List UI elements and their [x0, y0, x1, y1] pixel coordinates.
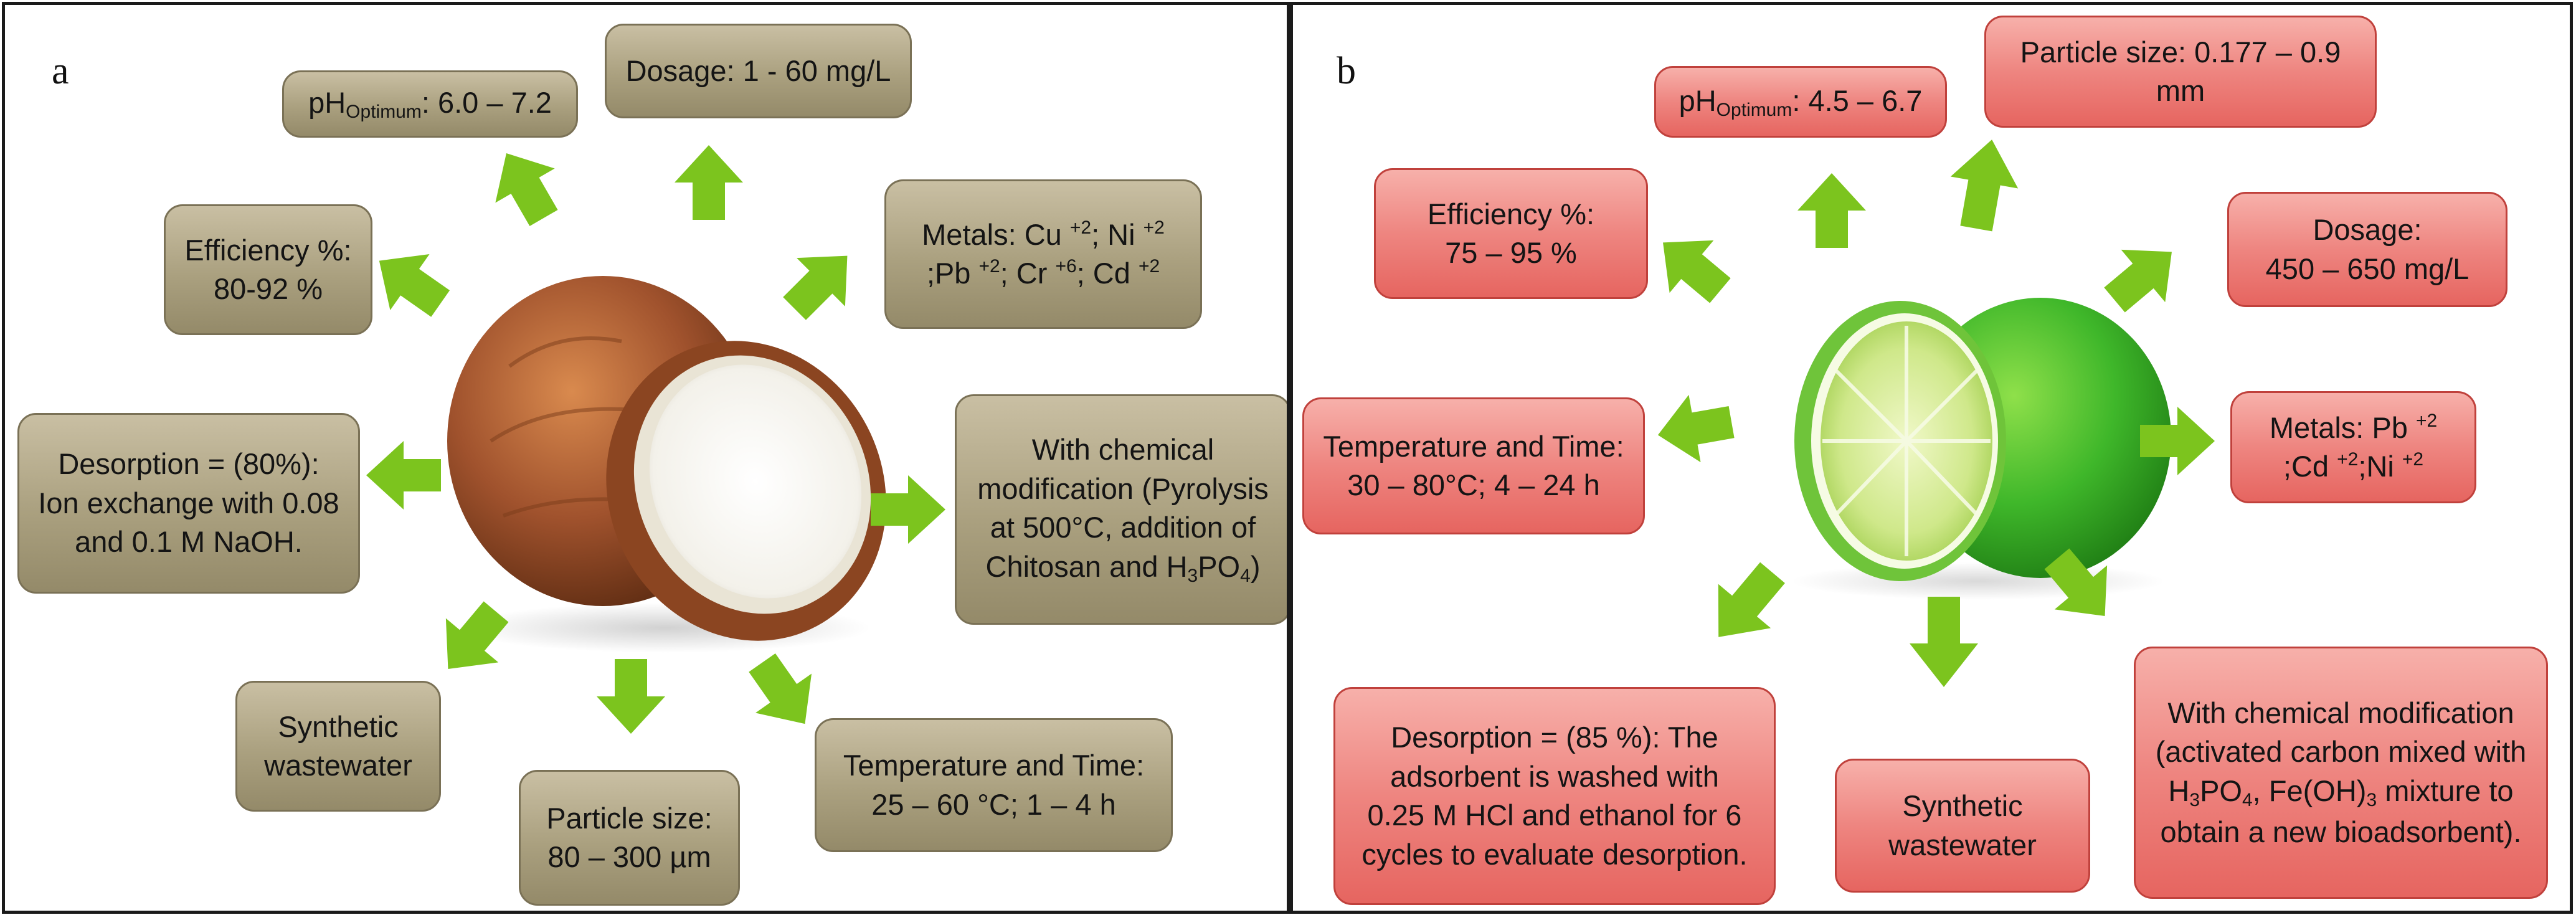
arrow-to-desorption — [1718, 562, 1785, 637]
arrow-to-temperature — [1657, 394, 1735, 463]
desorption-box: Desorption = (80%):Ion exchange with 0.0… — [17, 413, 360, 594]
particle-size-box: Particle size:80 – 300 µm — [519, 770, 740, 906]
chemical-modification-box: With chemical modification(activated car… — [2134, 647, 2548, 899]
arrow-to-particle — [1950, 140, 2019, 232]
coconut-flesh — [649, 364, 862, 599]
dosage-box: Dosage: 1 - 60 mg/L — [605, 24, 912, 118]
lime-illustration — [1791, 298, 2171, 600]
arrow-to-wastewater — [1910, 597, 1978, 687]
temperature-time-box: Temperature and Time:25 – 60 °C; 1 – 4 h — [815, 718, 1173, 852]
ph-optimum-box: pHOptimum: 6.0 – 7.2 — [282, 70, 578, 138]
panel-b-letter: b — [1337, 50, 1356, 92]
metals-box: Metals: Pb +2;Cd +2;Ni +2 — [2230, 391, 2476, 503]
panel-a-coconut: a — [2, 2, 1290, 914]
arrow-to-desorption — [366, 441, 441, 510]
ph-optimum-box: pHOptimum: 4.5 – 6.7 — [1654, 66, 1947, 138]
efficiency-box: Efficiency %:80-92 % — [164, 204, 372, 335]
arrow-to-temperature — [749, 653, 812, 724]
arrow-to-dosage — [675, 145, 743, 220]
panel-a-letter: a — [52, 50, 69, 92]
metals-box: Metals: Cu +2; Ni +2;Pb +2; Cr +6; Cd +2 — [884, 179, 1202, 329]
arrow-to-particle — [597, 659, 665, 734]
arrow-to-modification — [871, 475, 945, 544]
coconut-illustration — [447, 276, 886, 653]
arrow-to-dosage — [2104, 249, 2172, 313]
arrow-to-efficiency — [1663, 240, 1731, 303]
efficiency-box: Efficiency %:75 – 95 % — [1374, 168, 1648, 299]
arrow-to-ph — [495, 153, 558, 226]
particle-size-box: Particle size: 0.177 – 0.9 mm — [1984, 16, 2377, 128]
arrow-to-ph — [1797, 173, 1866, 248]
arrow-to-efficiency — [379, 254, 450, 317]
arrow-to-wastewater — [445, 601, 509, 669]
arrow-to-metals — [2140, 407, 2215, 475]
panel-b-lime: b — [1290, 2, 2573, 914]
arrow-to-metals — [783, 255, 848, 320]
arrow-to-modification — [2044, 548, 2108, 616]
dosage-box: Dosage:450 – 650 mg/L — [2227, 192, 2507, 307]
temperature-time-box: Temperature and Time:30 – 80°C; 4 – 24 h — [1302, 397, 1645, 534]
